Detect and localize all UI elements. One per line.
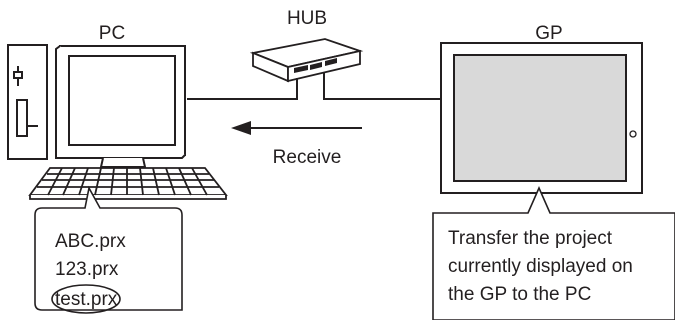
hub-ports-icon — [294, 58, 337, 73]
gp-note-callout — [432, 186, 675, 320]
gp-note-line: currently displayed on — [448, 256, 633, 277]
pc-monitor-icon — [55, 45, 186, 168]
gp-device-icon — [440, 42, 643, 194]
gp-note-line: the GP to the PC — [448, 284, 591, 305]
pc-tower-icon — [7, 44, 48, 160]
network-cable — [187, 72, 441, 100]
pc-files-callout — [34, 185, 183, 311]
selected-file-highlight — [51, 284, 121, 314]
pc-file-item: 123.prx — [55, 259, 119, 280]
pc-keyboard-icon — [28, 167, 228, 200]
gp-label: GP — [535, 23, 562, 44]
pc-file-item: ABC.prx — [55, 231, 126, 252]
receive-label: Receive — [273, 147, 342, 168]
hub-label: HUB — [287, 8, 327, 29]
hub-icon — [249, 38, 364, 83]
gp-note-line: Transfer the project — [448, 228, 613, 249]
pc-label: PC — [99, 23, 125, 44]
pc-file-item-selected: test.prx — [55, 289, 118, 310]
receive-arrow-icon — [231, 121, 362, 135]
